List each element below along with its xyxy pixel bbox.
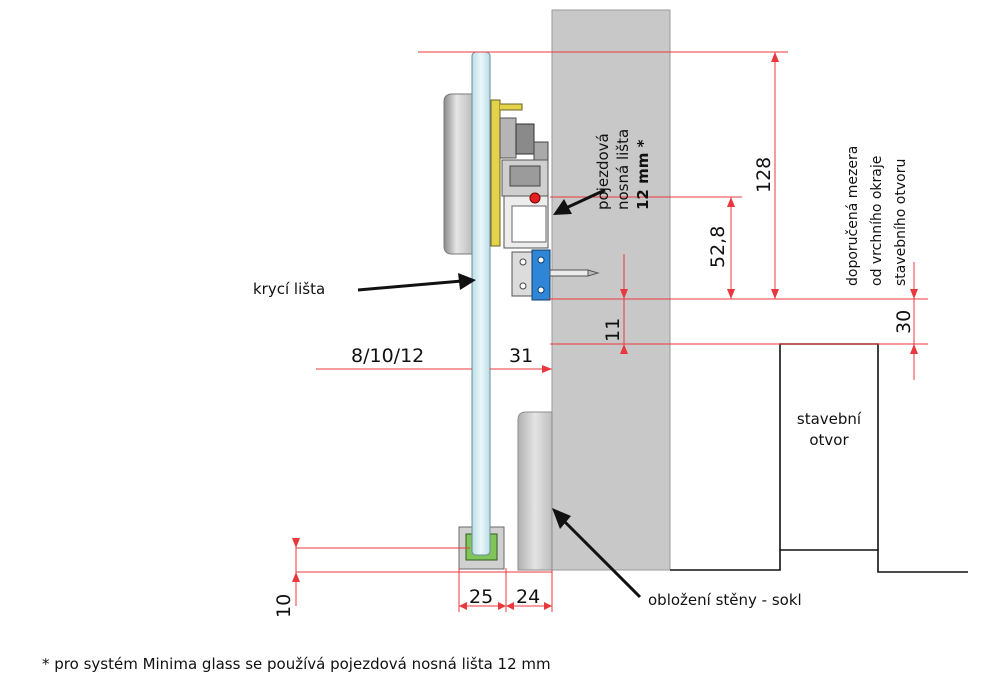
dim-wall-offset: 31 xyxy=(509,345,533,367)
rail-label-line3: 12 mm * xyxy=(634,139,652,210)
leader-arrows xyxy=(357,188,642,599)
wall-bracket xyxy=(511,249,600,301)
carriage xyxy=(499,117,549,249)
dimension-lines xyxy=(295,51,928,612)
gap-label-line1: doporučená mezera xyxy=(845,146,861,286)
gap-label-line3: stavebního otvoru xyxy=(893,159,909,286)
opening-label-line2: otvor xyxy=(809,431,849,449)
opening-outline xyxy=(670,549,968,573)
cladding-label: obložení stěny - sokl xyxy=(648,591,802,609)
rail-label-line1: pojezdová xyxy=(594,133,612,210)
glass-panel xyxy=(471,51,491,556)
footnote: * pro systém Minima glass se používá poj… xyxy=(42,655,551,673)
dim-guide-width: 25 xyxy=(469,586,493,608)
dim-height-total: 128 xyxy=(753,157,775,193)
rail-marker xyxy=(529,192,541,204)
rail-label-line2: nosná lišta xyxy=(614,129,632,210)
wall-cladding-plinth xyxy=(517,411,553,571)
wall xyxy=(551,9,671,571)
yellow-hook xyxy=(500,103,523,111)
dim-glass-thickness: 8/10/12 xyxy=(351,345,424,367)
opening-label-line1: stavební xyxy=(797,410,862,428)
cover-strip-label: krycí lišta xyxy=(253,280,325,298)
dim-gap-top: 30 xyxy=(893,310,915,334)
dim-plinth-width: 24 xyxy=(516,586,540,608)
dim-height-rail: 52,8 xyxy=(707,226,729,268)
dim-clearance: 11 xyxy=(602,318,624,342)
dim-bottom-height: 10 xyxy=(273,594,295,618)
gap-label-line2: od vrchního okraje xyxy=(869,156,885,286)
dimension-arrows xyxy=(292,52,918,610)
yellow-plate xyxy=(490,99,501,247)
